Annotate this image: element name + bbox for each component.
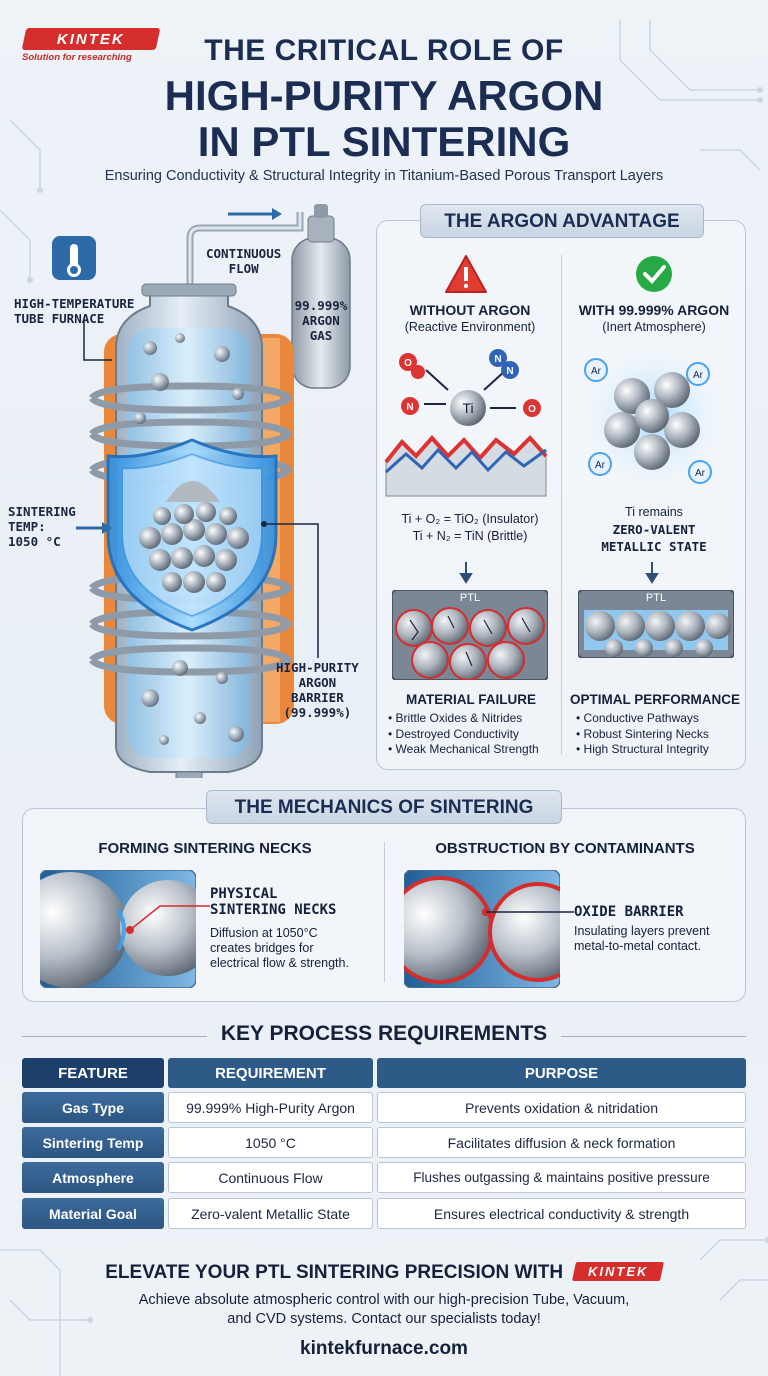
atom-ar-1: Ar xyxy=(591,366,602,377)
forming-necks-heading: FORMING SINTERING NECKS xyxy=(98,840,312,857)
table-cell-purpose: Facilitates diffusion & neck formation xyxy=(377,1127,746,1158)
neck-leader-line xyxy=(126,905,210,934)
ti-state-line2: ZERO-VALENT xyxy=(612,522,696,537)
tube-furnace-illustration xyxy=(52,204,351,778)
argon-cylinder-label: 99.999% ARGON GAS xyxy=(294,298,348,343)
mechanics-divider xyxy=(384,842,385,982)
table-row-feature: Atmosphere xyxy=(22,1162,164,1193)
table-header-feature: FEATURE xyxy=(22,1058,164,1088)
table-row-feature: Sintering Temp xyxy=(22,1127,164,1158)
requirements-title-text: KEY PROCESS REQUIREMENTS xyxy=(206,1022,562,1045)
page-title-line2: HIGH-PURITY ARGON xyxy=(164,72,604,119)
with-argon-heading: WITH 99.999% ARGON xyxy=(578,302,730,318)
argon-advantage-illustrations: Ti O N N N O Ar Ar Ar Ar xyxy=(384,255,726,584)
mechanics-title: THE MECHANICS OF SINTERING xyxy=(206,790,562,824)
table-cell-purpose: Prevents oxidation & nitridation xyxy=(377,1092,746,1123)
ptl-failed-structure xyxy=(392,590,548,680)
cta-text: ELEVATE YOUR PTL SINTERING PRECISION WIT… xyxy=(105,1262,564,1283)
sintering-temp-label: SINTERING TEMP: 1050 °C xyxy=(8,504,76,549)
atom-n-3: N xyxy=(406,402,413,413)
nitridation-equation: Ti + N₂ = TiN (Brittle) xyxy=(412,529,528,543)
oxide-barrier-illustration xyxy=(404,870,560,988)
cta-heading: ELEVATE YOUR PTL SINTERING PRECISION WIT… xyxy=(0,1262,768,1284)
check-circle-icon xyxy=(636,256,672,292)
atom-ar-4: Ar xyxy=(695,468,706,479)
atom-ti: Ti xyxy=(462,400,473,416)
atom-o-2: O xyxy=(528,404,536,415)
table-cell-requirement: 99.999% High-Purity Argon xyxy=(168,1092,373,1123)
cta-description: Achieve absolute atmospheric control wit… xyxy=(138,1292,630,1327)
table-cell-requirement: 1050 °C xyxy=(168,1127,373,1158)
atom-n-2: N xyxy=(506,366,513,377)
continuous-flow-label: CONTINUOUS FLOW xyxy=(206,246,282,276)
panel-divider xyxy=(561,255,562,755)
atom-o-1: O xyxy=(404,358,412,369)
oxidation-equation: Ti + O₂ = TiO₂ (Insulator) xyxy=(401,512,539,526)
ptl-failed-label: PTL xyxy=(459,592,481,604)
obstruction-heading: OBSTRUCTION BY CONTAMINANTS xyxy=(435,840,695,857)
sintering-neck-illustration xyxy=(40,870,196,988)
oxide-description: Insulating layers prevent metal-to-metal… xyxy=(574,924,710,953)
thermometer-icon xyxy=(52,236,96,280)
atom-ar-2: Ar xyxy=(693,370,704,381)
table-cell-requirement: Zero-valent Metallic State xyxy=(168,1198,373,1229)
website-link[interactable]: kintekfurnace.com xyxy=(300,1338,468,1359)
ptl-optimal-label: PTL xyxy=(645,592,667,604)
table-cell-purpose: Ensures electrical conductivity & streng… xyxy=(377,1198,746,1229)
argon-barrier-label: HIGH-PURITY ARGON BARRIER (99.999%) xyxy=(276,660,359,720)
page-subtitle: Ensuring Conductivity & Structural Integ… xyxy=(104,168,664,184)
logo-tagline: Solution for researching xyxy=(22,52,132,63)
atom-n-1: N xyxy=(494,354,501,365)
without-argon-subheading: (Reactive Environment) xyxy=(404,320,536,334)
ti-state-line1: Ti remains xyxy=(625,505,683,519)
material-failure-heading: MATERIAL FAILURE xyxy=(406,692,536,707)
table-row-feature: Material Goal xyxy=(22,1198,164,1229)
table-cell-requirement: Continuous Flow xyxy=(168,1162,373,1193)
page-title-line3: IN PTL SINTERING xyxy=(197,118,571,165)
with-argon-subheading: (Inert Atmosphere) xyxy=(602,320,706,334)
atom-ar-3: Ar xyxy=(595,460,606,471)
optimal-bullets: • Conductive Pathways • Robust Sintering… xyxy=(576,711,709,756)
oxide-leader-line xyxy=(482,908,574,916)
cta-logo-text: KINTEK xyxy=(588,1264,649,1279)
necks-description: Diffusion at 1050°C creates bridges for … xyxy=(210,926,349,970)
tube-furnace-label: HIGH-TEMPERATURE TUBE FURNACE xyxy=(14,296,135,326)
without-argon-heading: WITHOUT ARGON xyxy=(409,302,531,318)
table-header-requirement: REQUIREMENT xyxy=(168,1058,373,1088)
ti-state-line3: METALLIC STATE xyxy=(601,539,707,554)
cta-kintek-logo[interactable]: KINTEK xyxy=(572,1262,665,1281)
oxide-barrier-label: OXIDE BARRIER xyxy=(574,904,684,920)
page-title-line1: THE CRITICAL ROLE OF xyxy=(204,34,564,67)
physical-sintering-necks-label: PHYSICAL SINTERING NECKS xyxy=(210,886,337,918)
warning-icon xyxy=(445,255,487,293)
ptl-optimal-structure xyxy=(578,590,734,658)
table-cell-purpose: Flushes outgassing & maintains positive … xyxy=(377,1162,746,1193)
optimal-performance-heading: OPTIMAL PERFORMANCE xyxy=(570,692,741,707)
requirements-title: KEY PROCESS REQUIREMENTS xyxy=(0,1022,768,1046)
argon-advantage-title: THE ARGON ADVANTAGE xyxy=(420,204,704,238)
table-row-feature: Gas Type xyxy=(22,1092,164,1123)
failure-bullets: • Brittle Oxides & Nitrides • Destroyed … xyxy=(388,711,539,756)
table-header-purpose: PURPOSE xyxy=(377,1058,746,1088)
